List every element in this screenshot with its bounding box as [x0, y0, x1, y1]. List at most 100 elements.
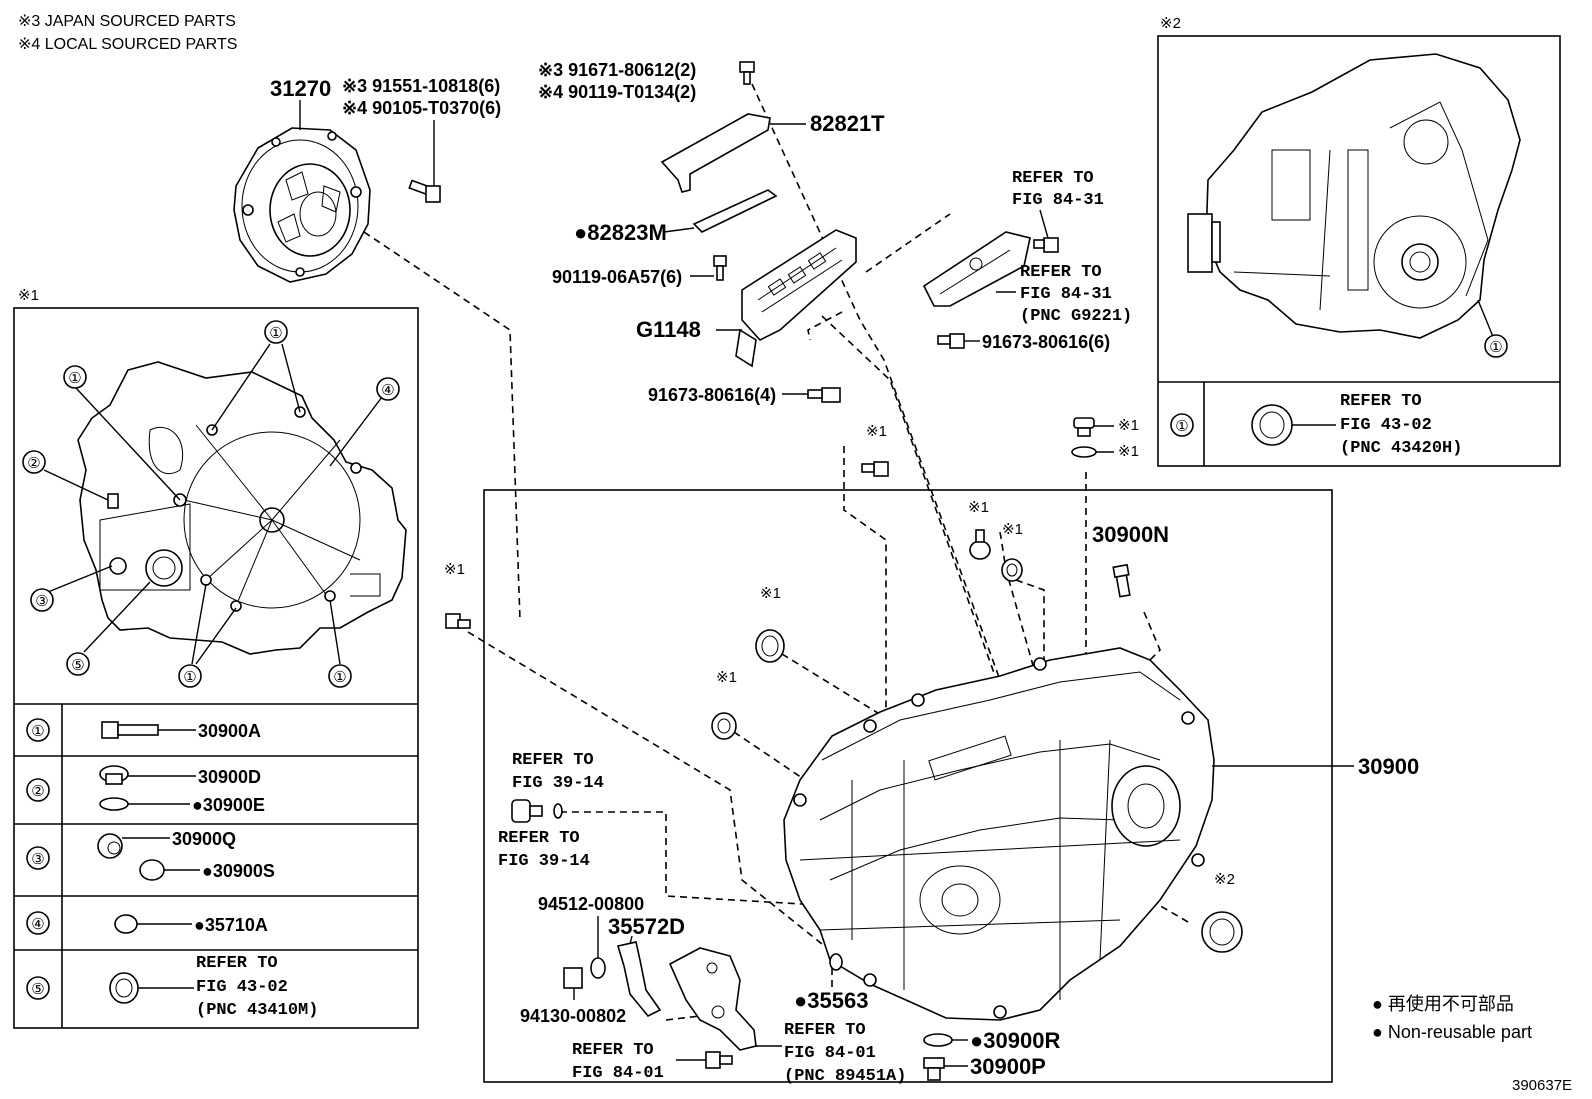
svg-text:①: ① [1175, 418, 1188, 435]
cover-refer-84-31 [922, 231, 1059, 307]
mark-washer-top: ※1 [1118, 443, 1139, 460]
label-90119-06a57: 90119-06A57(6) [552, 267, 682, 287]
box1-row-5-ref-2: FIG 43-02 [196, 978, 288, 997]
assembly-dashed-lines [363, 83, 1189, 1021]
box1-row-2-part-a: 30900D [198, 767, 261, 787]
bolt-bracket-top [739, 61, 755, 85]
svg-text:①: ① [183, 669, 196, 686]
box1-case-drawing [77, 361, 407, 655]
box1-callout-1-top: ① [264, 320, 288, 344]
lever-35572d [616, 935, 662, 1018]
svg-text:④: ④ [381, 382, 394, 399]
box1-callout-3: ③ [30, 588, 54, 612]
oring-35563 [829, 953, 843, 971]
mark-plug-right: ※1 [968, 499, 989, 516]
svg-text:①: ① [1489, 339, 1502, 356]
ref-39-14-b-line2: FIG 39-14 [498, 852, 590, 871]
box1-row-1-num: ① [31, 723, 44, 740]
box2-ref-3: (PNC 43420H) [1340, 439, 1462, 458]
legend-english: ● Non-reusable part [1372, 1022, 1532, 1042]
actuator-g1148 [716, 229, 857, 368]
case-bolt-top [861, 461, 889, 477]
label-30900p: 30900P [970, 1054, 1046, 1079]
label-30900r: ●30900R [970, 1028, 1060, 1053]
note-local-sourced: ※4 LOCAL SOURCED PARTS [18, 36, 237, 53]
svg-text:③: ③ [31, 851, 44, 868]
svg-text:②: ② [31, 783, 44, 800]
ref-84-01-a-line1: REFER TO [572, 1041, 654, 1060]
drawing-id: 390637E [1512, 1077, 1572, 1094]
bolt-clutch-cover [408, 120, 441, 203]
note-japan-sourced: ※3 JAPAN SOURCED PARTS [18, 13, 236, 30]
label-90105-t0370: ※4 90105-T0370(6) [342, 98, 501, 118]
mark-seal-right: ※1 [1002, 521, 1023, 538]
box1-row-3: ③ 30900Q ●30900S [26, 829, 275, 881]
label-g1148: G1148 [636, 317, 701, 342]
seal-right [1001, 558, 1023, 582]
switch-refer-84-01 [668, 947, 757, 1051]
leader-ref-84-31-a [1039, 209, 1049, 239]
svg-text:⑤: ⑤ [71, 657, 84, 674]
ref-39-14-b-line1: REFER TO [498, 829, 580, 848]
mark-seal-a: ※1 [760, 585, 781, 602]
box1-marker: ※1 [18, 287, 39, 304]
svg-text:④: ④ [31, 916, 44, 933]
label-31270: 31270 [270, 76, 331, 101]
box1-row-2-part-b: ●30900E [192, 795, 265, 815]
seal-82823m [663, 189, 778, 233]
box1-callout-1-bottom-right: ① [328, 664, 352, 688]
box2-panel [1157, 35, 1561, 467]
ref-39-14-a-line1: REFER TO [512, 751, 594, 770]
nut-94130 [563, 967, 583, 1000]
ref-84-01-b-line1: REFER TO [784, 1021, 866, 1040]
seal-a [755, 629, 785, 663]
svg-text:①: ① [333, 669, 346, 686]
box1-callout-5: ⑤ [66, 652, 90, 676]
box2-ref-1: REFER TO [1340, 392, 1422, 411]
label-30900: 30900 [1358, 754, 1419, 779]
ref-84-31-a-line1: REFER TO [1012, 169, 1094, 188]
box1-row-4-part: ●35710A [194, 915, 268, 935]
washer-94512 [590, 957, 606, 979]
ref-39-14-a-line2: FIG 39-14 [512, 774, 604, 793]
box1-callout-2: ② [22, 450, 46, 474]
box2-case-drawing [1187, 53, 1521, 345]
label-35563: ●35563 [794, 988, 868, 1013]
washer-top-right [1071, 446, 1114, 458]
box1-panel [13, 307, 419, 1029]
case-bolt-left [445, 613, 471, 629]
box2-marker: ※2 [1160, 15, 1181, 32]
breather-30900n [1112, 563, 1131, 598]
seal-b [711, 712, 737, 740]
plug-30900p [923, 1057, 968, 1081]
plug-top-right [1073, 417, 1114, 437]
svg-text:①: ① [68, 370, 81, 387]
mark-plug-top: ※1 [1118, 417, 1139, 434]
ref-84-31-b-line3: (PNC G9221) [1020, 307, 1132, 326]
box1-callout-4: ④ [376, 377, 400, 401]
box2-row-1: ① REFER TO FIG 43-02 (PNC 43420H) [1170, 392, 1462, 458]
speed-sensor [511, 799, 563, 823]
ref-84-01-b-line3: (PNC 89451A) [784, 1067, 906, 1086]
box1-row-5: ⑤ REFER TO FIG 43-02 (PNC 43410M) [26, 954, 318, 1020]
svg-text:②: ② [27, 455, 40, 472]
box1-row-4: ④ ●35710A [26, 911, 268, 935]
seal-right-43420h [1201, 911, 1243, 953]
label-35572d: 35572D [608, 914, 685, 939]
label-82823m: ●82823M [574, 220, 667, 245]
main-assembly-frame [483, 489, 1333, 1083]
gasket-30900r [923, 1033, 968, 1047]
ref-84-01-b-line2: FIG 84-01 [784, 1044, 876, 1063]
bolt-91673-80616-4 [782, 387, 841, 403]
mark-case-bolt: ※1 [866, 423, 887, 440]
svg-text:①: ① [269, 325, 282, 342]
mark-right-seal: ※2 [1214, 871, 1235, 888]
box1-callout-1-bottom-left: ① [178, 664, 202, 688]
label-94512-00800: 94512-00800 [538, 894, 644, 914]
box1-row-2: ② 30900D ●30900E [26, 765, 265, 815]
label-94130-00802: 94130-00802 [520, 1006, 626, 1026]
transaxle-case-30900 [783, 647, 1215, 1021]
plug-right [969, 529, 991, 560]
box1-callout-1-left: ① [63, 365, 87, 389]
bolt-switch [676, 1051, 733, 1069]
